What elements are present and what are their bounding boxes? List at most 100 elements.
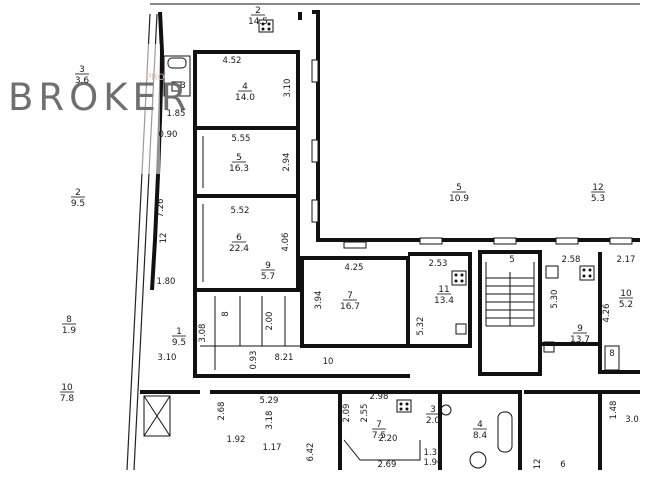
room-label: 77.5 [372,420,386,441]
dimension-label: 8.21 [275,353,294,363]
room-area: 5.3 [591,194,605,204]
room-number: 4 [242,82,248,92]
dimension-label-vertical: 6.42 [306,443,316,462]
dimension-label-vertical: 3.94 [314,291,324,310]
toilet-icon [171,81,182,92]
dimension-label-vertical: 8 [221,311,231,316]
dimension-label-vertical: 12 [533,459,543,470]
bathtub-icon [167,57,187,69]
room-label: 716.7 [340,291,360,312]
dimension-label: 2.58 [562,255,581,265]
watermark-logo: BROKER [8,76,192,119]
room-number: 7 [347,291,353,301]
room-4b-walls [440,390,522,470]
room-6b-walls [524,390,602,470]
dimension-label: 1.85 [167,109,186,119]
room-area: 16.3 [229,164,249,174]
room-label: 32.0 [426,405,441,426]
room-area: 13.4 [434,296,454,306]
room-label: 913.7 [570,324,590,345]
room-area: 1.9 [62,326,77,336]
room-area: 16.7 [340,302,360,312]
room-label: 105.2 [619,289,633,310]
room-area: 14.5 [248,17,268,27]
stove-icon [396,399,412,413]
room-label: 622.4 [229,233,249,254]
dimension-label: 1.80 [157,277,176,287]
sink-icon [440,404,452,416]
dimension-label-vertical: 5.32 [416,317,426,336]
room-number: 3 [430,405,436,415]
stair-well [478,250,542,376]
room-8-box [604,345,620,371]
room-area: 14.0 [235,93,255,103]
room-label: 48.4 [473,420,488,441]
dimension-label-vertical: 0.93 [249,351,259,370]
dimension-label: 8 [609,349,614,359]
room-area: 9.5 [71,199,85,209]
room-6-walls [193,196,300,292]
room-label: 107.8 [60,383,75,404]
watermark-suffix: PRO [146,73,165,83]
dimension-label-vertical: 2.00 [265,312,275,331]
room-label: 125.3 [591,183,605,204]
dimension-label: 2.53 [429,259,448,269]
dimension-label: 4.52 [223,56,242,66]
room-area: 5.7 [261,272,275,282]
room-area: 22.4 [229,244,249,254]
elevator-box [143,395,171,437]
dimension-label-vertical: 2.94 [282,153,292,172]
room-label: 510.9 [449,183,469,204]
dimension-label-vertical: 3.10 [283,79,293,98]
room-number: 6 [236,233,242,243]
room-label: 29.5 [71,188,85,209]
dimension-label-vertical: 4.26 [602,304,612,323]
stove-icon [451,270,467,286]
dimension-label-vertical: 7.26 [156,199,166,218]
room-number: 5 [236,153,242,163]
dimension-label: 1.31 [424,448,443,458]
dimension-label: 6 [560,460,565,470]
dimension-label: 5 [509,255,514,265]
wall-courtyard [312,10,640,242]
toilet-icon [469,451,487,469]
room-number: 3 [79,65,85,75]
room-area: 13.7 [570,335,590,345]
room-number: 9 [265,261,271,271]
room-number: 9 [577,324,583,334]
room-number: 10 [620,289,632,299]
sink-icon [545,265,559,279]
room-number: 5 [456,183,462,193]
dimension-label-vertical: 2.09 [342,404,352,423]
bay-outline [343,439,421,461]
dimension-label: 1.96 [424,458,443,468]
room-number: 11 [438,285,449,295]
room-label: 414.0 [235,82,255,103]
dimension-label-vertical: 3.18 [265,411,275,430]
room-number: 2 [255,6,261,16]
sink-icon [543,341,555,353]
dimension-label: 2.69 [378,460,397,470]
stove-icon [579,265,595,281]
room-area: 8.4 [473,431,488,441]
bathtub-icon [497,411,513,453]
room-label: 214.5 [248,6,268,27]
room-label: 516.3 [229,153,249,174]
dimension-label: 0.90 [159,130,178,140]
dimension-label: 2.98 [370,392,389,402]
room-label: 3 [180,81,186,91]
room-number: 10 [61,383,73,393]
dimension-label: 2.20 [379,434,398,444]
dimension-label: 1.92 [227,435,246,445]
dimension-label: 4.25 [345,263,364,273]
room-label: 19.5 [172,327,186,348]
dimension-label: 2.17 [617,255,636,265]
dimension-label-vertical: 2.55 [360,404,370,423]
dimension-label-vertical: 4.06 [281,233,291,252]
elevator-cross [143,395,171,437]
dimension-label: 5.52 [231,206,250,216]
room-number: 3 [180,81,186,91]
room-number: 7 [376,420,382,430]
